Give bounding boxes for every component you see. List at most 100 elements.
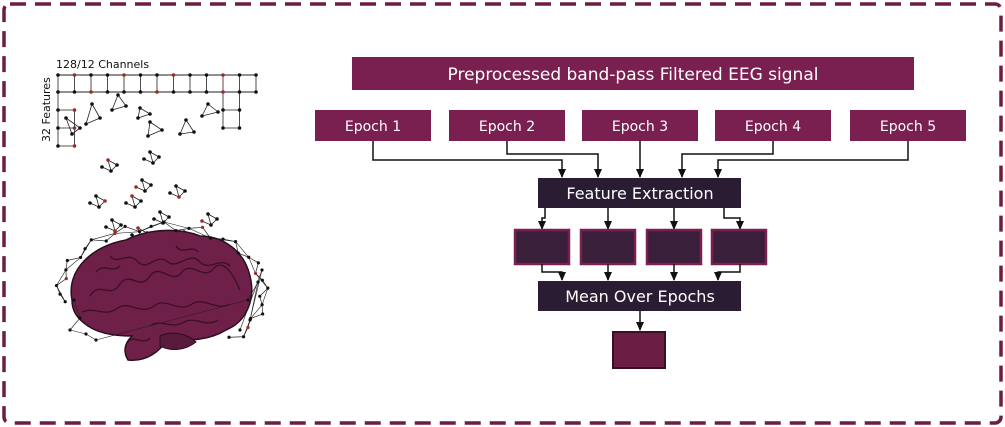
epoch-box-1: Epoch 1	[315, 110, 431, 141]
graph-edge	[250, 304, 263, 319]
graph-node	[221, 126, 225, 130]
graph-node	[151, 161, 155, 165]
epoch-box-4: Epoch 4	[715, 110, 831, 141]
graph-node	[149, 224, 153, 228]
graph-node	[89, 238, 93, 242]
graph-node	[124, 104, 128, 108]
graph-node	[167, 215, 171, 219]
graph-node	[56, 144, 60, 148]
graph-edge	[259, 287, 269, 297]
graph-node	[124, 201, 128, 205]
graph-node	[58, 292, 62, 296]
graph-node	[209, 223, 213, 227]
graph-edge	[249, 269, 263, 321]
graph-edge	[106, 233, 116, 242]
graph-node	[184, 118, 188, 122]
graph-node	[63, 300, 67, 304]
graph-node	[256, 280, 260, 284]
title-text: Preprocessed band-pass Filtered EEG sign…	[448, 65, 819, 85]
graph-node	[260, 278, 264, 282]
graph-node	[148, 120, 152, 124]
graph-node	[206, 102, 210, 106]
graph-edge	[223, 238, 236, 242]
graph-edge	[84, 239, 92, 249]
graph-edge	[117, 94, 127, 107]
graph-node	[138, 106, 142, 110]
graph-node	[105, 90, 110, 94]
graph-node	[72, 73, 77, 77]
graph-node	[208, 236, 213, 240]
graph-node	[247, 255, 251, 259]
graph-node	[237, 73, 242, 77]
graph-edge	[85, 117, 101, 125]
graph-edge	[163, 221, 190, 229]
graph-node	[68, 328, 72, 332]
graph-node	[134, 185, 138, 189]
graph-edge	[69, 329, 87, 335]
graph-edge	[107, 159, 112, 172]
graph-node	[123, 224, 127, 228]
graph-edge	[149, 121, 163, 131]
graph-node	[148, 150, 152, 154]
graph-node	[65, 258, 69, 263]
epoch-label-2: Epoch 2	[479, 119, 535, 135]
graph-edge	[255, 262, 259, 274]
graph-node	[171, 73, 176, 77]
graph-node	[136, 116, 140, 120]
graph-node	[56, 108, 60, 112]
graph-node	[256, 261, 260, 265]
graph-node	[246, 298, 250, 302]
graph-node	[215, 217, 219, 221]
graph-node	[254, 73, 258, 77]
graph-edge	[207, 103, 219, 113]
graph-node	[139, 199, 143, 203]
graph-node	[246, 325, 250, 330]
graph-edge	[207, 213, 212, 226]
graph-node	[227, 335, 231, 339]
graph-node	[72, 90, 77, 94]
graph-edge	[163, 221, 177, 231]
brain-folds	[81, 245, 241, 343]
graph-node	[157, 155, 161, 159]
brain-network	[54, 220, 270, 342]
pipeline: Preprocessed band-pass Filtered EEG sign…	[315, 57, 966, 369]
graph-edge	[239, 269, 263, 331]
graph-edge	[111, 219, 116, 232]
graph-edge	[73, 299, 81, 319]
graph-node	[221, 108, 225, 112]
graph-edge	[175, 228, 190, 231]
graph-node	[204, 90, 209, 94]
graph-node	[148, 112, 152, 116]
graph-node	[260, 303, 264, 307]
graph-node	[122, 73, 126, 77]
graph-node	[192, 130, 196, 134]
graph-node	[70, 132, 74, 136]
features-label: 32 Features	[40, 77, 53, 142]
graph-edge	[114, 226, 126, 234]
graph-node	[204, 73, 209, 77]
graph-node	[122, 90, 126, 94]
graph-node	[146, 134, 150, 138]
epoch-box-2: Epoch 2	[449, 110, 565, 141]
graph-node	[237, 90, 242, 94]
graph-node	[142, 157, 146, 161]
connector-epoch-2	[506, 141, 602, 178]
graph-node	[152, 217, 156, 221]
graph-edge	[91, 233, 115, 241]
mean-connectors	[541, 264, 741, 281]
graph-node	[233, 239, 238, 244]
graph-node	[200, 219, 204, 223]
feature-box-4	[710, 228, 768, 266]
feature-box-1	[513, 228, 571, 266]
graph-edge	[114, 231, 140, 234]
graph-node	[178, 132, 182, 136]
graph-node	[237, 108, 242, 112]
graph-panel: 128/12 Channels 32 Features	[40, 58, 258, 245]
graph-node	[177, 195, 181, 199]
graph-node	[138, 90, 143, 94]
graph-node	[174, 229, 178, 233]
graph-edge	[139, 107, 151, 115]
